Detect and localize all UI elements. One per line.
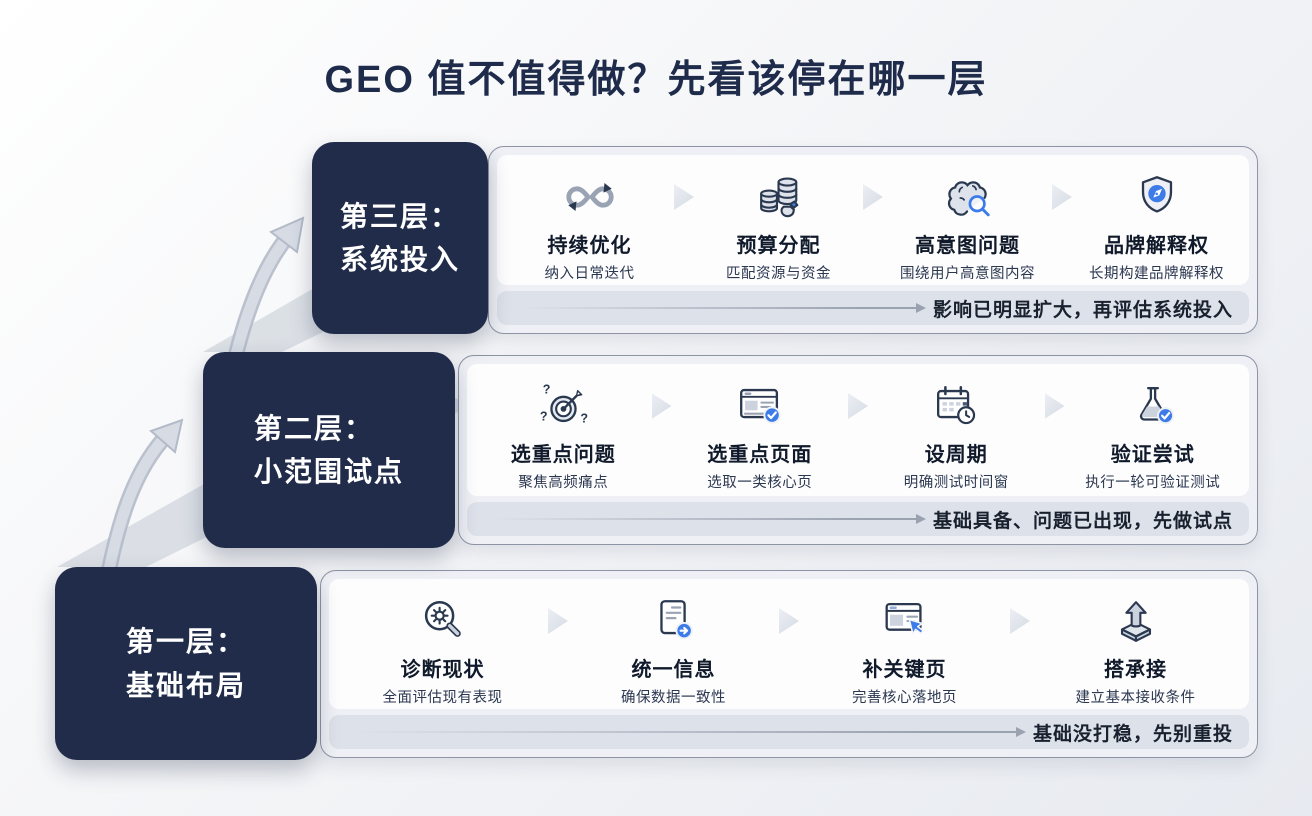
step-title: 选重点页面	[707, 444, 813, 466]
conclusion-text: 基础没打稳，先别重投	[1032, 723, 1233, 745]
target-dart-icon: ???	[475, 378, 652, 434]
step-diagnose-status: 诊断现状 全面评估现有表现	[337, 593, 548, 707]
step-brand-interpretation: 品牌解释权 长期构建品牌解释权	[1072, 169, 1241, 283]
chevron-right-icon	[1010, 608, 1030, 634]
chevron-right-icon	[548, 608, 568, 634]
step-budget-allocation: 预算分配 匹配资源与资金	[694, 169, 863, 283]
layer-2-card: ??? 选重点问题 聚焦高频痛点 选重点页面 选	[458, 355, 1258, 545]
layer-3-card: 持续优化 纳入日常迭代 预算	[488, 146, 1258, 334]
step-pick-key-pages: 选重点页面 选取一类核心页	[672, 378, 849, 492]
layer-2-label: 第二层： 小范围试点	[203, 352, 455, 548]
coins-icon	[694, 169, 863, 225]
step-title: 补关键页	[862, 659, 947, 681]
step-unify-information: 统一信息 确保数据一致性	[568, 593, 779, 707]
page-title: GEO 值不值得做？先看该停在哪一层	[324, 59, 988, 101]
step-validate-trial: 验证尝试 执行一轮可验证测试	[1065, 378, 1242, 492]
layer-1-label: 第一层： 基础布局	[55, 567, 317, 760]
step-subtitle: 选取一类核心页	[707, 475, 813, 491]
svg-text:?: ?	[581, 411, 589, 425]
browser-check-icon	[672, 378, 849, 434]
step-subtitle: 围绕用户高意图内容	[900, 266, 1035, 282]
step-set-cycle: 设周期 明确测试时间窗	[868, 378, 1045, 492]
step-subtitle: 完善核心落地页	[852, 690, 957, 706]
layer-2-label-line2: 小范围试点	[253, 456, 404, 487]
flask-check-icon	[1065, 378, 1242, 434]
layer-2-label-line1: 第二层：	[253, 412, 374, 444]
step-title: 持续优化	[547, 235, 632, 257]
step-title: 预算分配	[736, 235, 821, 257]
layer-1-label-text: 第一层： 基础布局	[126, 620, 246, 707]
layer-3-steps: 持续优化 纳入日常迭代 预算	[497, 155, 1249, 285]
flow-arrow-icon	[493, 513, 926, 524]
chevron-right-icon	[848, 393, 868, 419]
layer-3-label-line1: 第三层：	[339, 200, 460, 232]
chevron-right-icon	[1052, 184, 1072, 210]
brain-search-icon	[883, 169, 1052, 225]
layer-1-label-line1: 第一层：	[125, 626, 246, 658]
loop-icon	[505, 169, 674, 225]
step-subtitle: 聚焦高频痛点	[518, 475, 609, 491]
layer-3-conclusion: 影响已明显扩大，再评估系统投入	[497, 291, 1249, 325]
search-gear-icon	[337, 593, 548, 649]
layer-1-conclusion: 基础没打稳，先别重投	[329, 715, 1249, 749]
layer-1-steps: 诊断现状 全面评估现有表现 统一信息 确保数据一致性	[329, 579, 1249, 709]
step-subtitle: 匹配资源与资金	[726, 266, 831, 282]
svg-text:?: ?	[540, 409, 548, 423]
step-pick-key-questions: ??? 选重点问题 聚焦高频痛点	[475, 378, 652, 492]
chevron-right-icon	[1044, 393, 1065, 419]
browser-cursor-icon	[799, 593, 1010, 649]
chevron-right-icon	[779, 608, 799, 634]
step-title: 验证尝试	[1110, 444, 1195, 466]
step-subtitle: 明确测试时间窗	[903, 475, 1009, 491]
layer-3-label: 第三层： 系统投入	[312, 142, 488, 334]
layer-1-label-line2: 基础布局	[125, 669, 246, 701]
layer-2-steps: ??? 选重点问题 聚焦高频痛点 选重点页面 选	[467, 364, 1249, 496]
step-title: 设周期	[924, 444, 988, 466]
step-title: 统一信息	[631, 659, 716, 681]
calendar-clock-icon	[868, 378, 1045, 434]
shield-check-icon	[1072, 169, 1241, 225]
step-fill-key-pages: 补关键页 完善核心落地页	[799, 593, 1010, 707]
flow-arrow-icon	[523, 302, 926, 313]
curved-up-arrow-icon	[98, 418, 184, 593]
chevron-right-icon	[863, 184, 883, 210]
conclusion-text: 影响已明显扩大，再评估系统投入	[932, 299, 1233, 321]
step-subtitle: 确保数据一致性	[621, 690, 726, 706]
step-title: 品牌解释权	[1104, 235, 1209, 257]
step-title: 选重点问题	[510, 444, 616, 466]
upload-platform-icon	[1030, 593, 1241, 649]
layer-1-card: 诊断现状 全面评估现有表现 统一信息 确保数据一致性	[320, 570, 1258, 758]
step-high-intent-questions: 高意图问题 围绕用户高意图内容	[883, 169, 1052, 283]
layer-2-conclusion: 基础具备、问题已出现，先做试点	[467, 502, 1249, 536]
layer-3-label-text: 第三层： 系统投入	[340, 195, 460, 282]
step-title: 诊断现状	[400, 659, 485, 681]
step-subtitle: 纳入日常迭代	[544, 266, 635, 282]
chevron-right-icon	[674, 184, 694, 210]
step-subtitle: 全面评估现有表现	[382, 690, 503, 706]
layer-3-label-line2: 系统投入	[339, 244, 460, 275]
chevron-right-icon	[651, 393, 672, 419]
svg-text:?: ?	[543, 382, 551, 396]
step-subtitle: 建立基本接收条件	[1075, 690, 1196, 706]
flow-arrow-icon	[355, 726, 1026, 737]
step-title: 搭承接	[1104, 659, 1167, 681]
step-build-receiving: 搭承接 建立基本接收条件	[1030, 593, 1241, 707]
step-title: 高意图问题	[915, 235, 1020, 257]
layer-2-label-text: 第二层： 小范围试点	[254, 407, 404, 494]
conclusion-text: 基础具备、问题已出现，先做试点	[932, 510, 1233, 532]
step-subtitle: 长期构建品牌解释权	[1089, 266, 1224, 282]
step-subtitle: 执行一轮可验证测试	[1085, 475, 1221, 491]
step-continuous-optimization: 持续优化 纳入日常迭代	[505, 169, 674, 283]
document-arrow-icon	[568, 593, 779, 649]
